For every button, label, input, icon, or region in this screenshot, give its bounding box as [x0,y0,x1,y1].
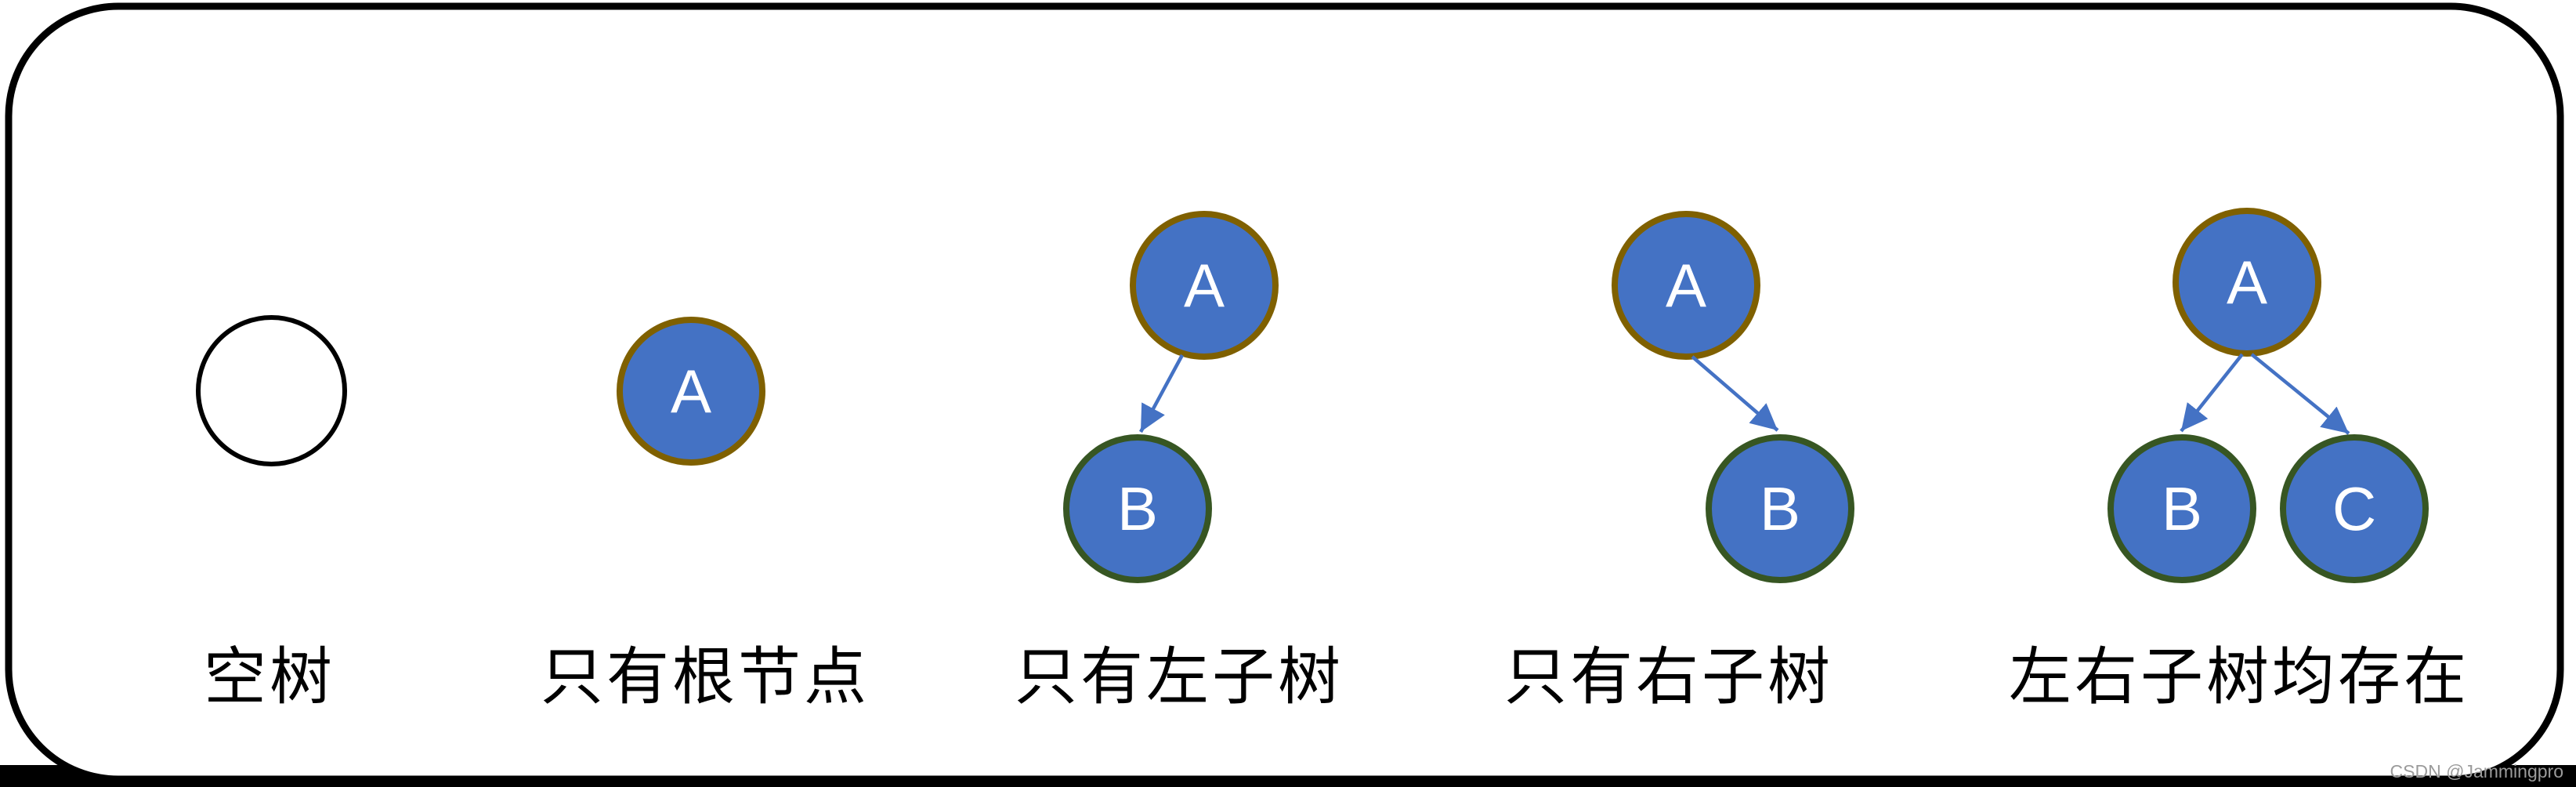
both-subtrees-root-a: A [2173,208,2321,357]
slide-rounded-border [5,2,2564,783]
left-subtree-root-a: A [1130,211,1279,360]
group-caption-both-subtrees: 左右子树均存在 [2009,642,2469,712]
left-subtree-child-b: B [1063,434,1212,583]
node-label: A [1183,251,1225,320]
right-subtree-child-b: B [1706,434,1854,583]
both-subtrees-child-c: C [2280,434,2429,583]
right-subtree-root-a: A [1612,211,1760,360]
node-label: B [1116,474,1159,543]
node-label: B [2161,474,2203,543]
both-subtrees-child-b: B [2107,434,2256,583]
empty-tree-circle [196,315,347,466]
group-caption-empty-tree: 空树 [204,642,335,712]
node-label: B [1759,474,1801,543]
only-root-node-a: A [617,317,765,466]
node-label: A [1665,251,1707,320]
group-caption-only-right: 只有右子树 [1504,642,1833,712]
group-caption-only-left: 只有左子树 [1015,642,1344,712]
node-label: A [2226,248,2268,317]
node-label: A [670,357,712,426]
csdn-watermark: CSDN @Jammingpro [2390,761,2563,782]
group-caption-only-root: 只有根节点 [541,642,870,712]
node-label: C [2332,474,2377,543]
